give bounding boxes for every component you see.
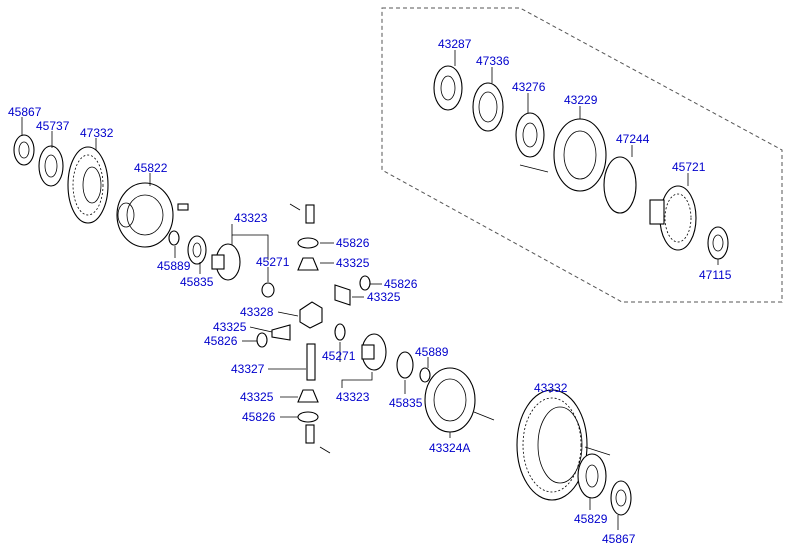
- part-side-gear-43323-left: [211, 243, 241, 281]
- label-45835-right: 45835: [389, 396, 423, 410]
- part-washer-45826-right: [359, 275, 371, 291]
- part-pinion-43325-right: [334, 284, 351, 306]
- label-43332: 43332: [534, 381, 568, 395]
- part-washer-45826-bottom: [297, 411, 319, 423]
- label-45826-left: 45826: [204, 334, 238, 348]
- label-43229: 43229: [564, 93, 598, 107]
- label-45889-left: 45889: [157, 259, 191, 273]
- label-43323-right: 43323: [336, 390, 370, 404]
- part-pinion-43325-bottom: [297, 389, 319, 403]
- label-45826-top: 45826: [336, 236, 370, 250]
- part-pin-top: [289, 203, 315, 224]
- label-43328: 43328: [240, 305, 274, 319]
- label-43276: 43276: [512, 80, 546, 94]
- label-45835-left: 45835: [180, 275, 214, 289]
- label-43287: 43287: [438, 37, 472, 51]
- label-43325-left: 43325: [213, 320, 247, 334]
- part-washer-45889-left: [168, 230, 180, 246]
- part-washer-45271-right: [334, 323, 346, 341]
- label-47336: 47336: [476, 54, 510, 68]
- label-45867-right: 45867: [602, 532, 636, 546]
- label-47332: 47332: [80, 126, 114, 140]
- part-spider-43328: [299, 301, 323, 329]
- part-ring-47244: [603, 156, 637, 214]
- part-washer-45826-left: [256, 332, 268, 348]
- part-gear-47332: [67, 146, 109, 224]
- label-45271-right: 45271: [322, 349, 356, 363]
- label-45721: 45721: [672, 160, 706, 174]
- part-washer-45835-right: [396, 351, 414, 379]
- part-washer-47115: [707, 226, 729, 260]
- subassembly-boundary: [381, 7, 783, 303]
- part-pinion-43325-top: [297, 257, 319, 271]
- part-shaft-43327: [306, 343, 316, 381]
- part-bearing-45829: [577, 453, 607, 499]
- label-43325-top: 43325: [336, 256, 370, 270]
- part-pinion-43325-left: [271, 324, 291, 341]
- label-45867-left: 45867: [8, 105, 42, 119]
- label-45889-right: 45889: [415, 345, 449, 359]
- part-ring-gear-43332: [516, 389, 611, 501]
- part-gear-45721: [649, 185, 697, 251]
- part-pin-bottom: [305, 424, 331, 454]
- part-washer-45835-left: [187, 235, 207, 265]
- leader-lines: [21, 50, 719, 530]
- label-45826-right: 45826: [384, 277, 418, 291]
- part-washer-45867-right: [610, 480, 632, 516]
- part-washer-45889-right: [419, 367, 431, 383]
- label-47244: 47244: [616, 132, 650, 146]
- label-47115: 47115: [699, 268, 732, 282]
- label-43324A: 43324A: [429, 441, 470, 455]
- label-45822: 45822: [134, 161, 168, 175]
- part-washer-45271-left: [261, 282, 275, 298]
- part-washer-45826-top: [297, 237, 319, 249]
- label-45271-left: 45271: [256, 255, 290, 269]
- part-bearing-43276: [515, 112, 545, 158]
- part-side-gear-43323-right: [361, 333, 387, 371]
- part-seal-47336: [472, 82, 504, 132]
- label-43325-right: 43325: [367, 290, 401, 304]
- label-43325-bottom: 43325: [240, 390, 274, 404]
- label-43323-left: 43323: [234, 211, 268, 225]
- label-45737: 45737: [36, 119, 70, 133]
- part-bearing-45737: [38, 145, 64, 187]
- part-case-43324A: [424, 367, 495, 433]
- part-case-45822: [116, 182, 189, 248]
- label-43327: 43327: [231, 362, 265, 376]
- label-45826-bottom: 45826: [242, 410, 276, 424]
- part-washer-45867-left: [13, 134, 35, 166]
- label-45829: 45829: [574, 512, 608, 526]
- part-seal-43287: [433, 65, 463, 111]
